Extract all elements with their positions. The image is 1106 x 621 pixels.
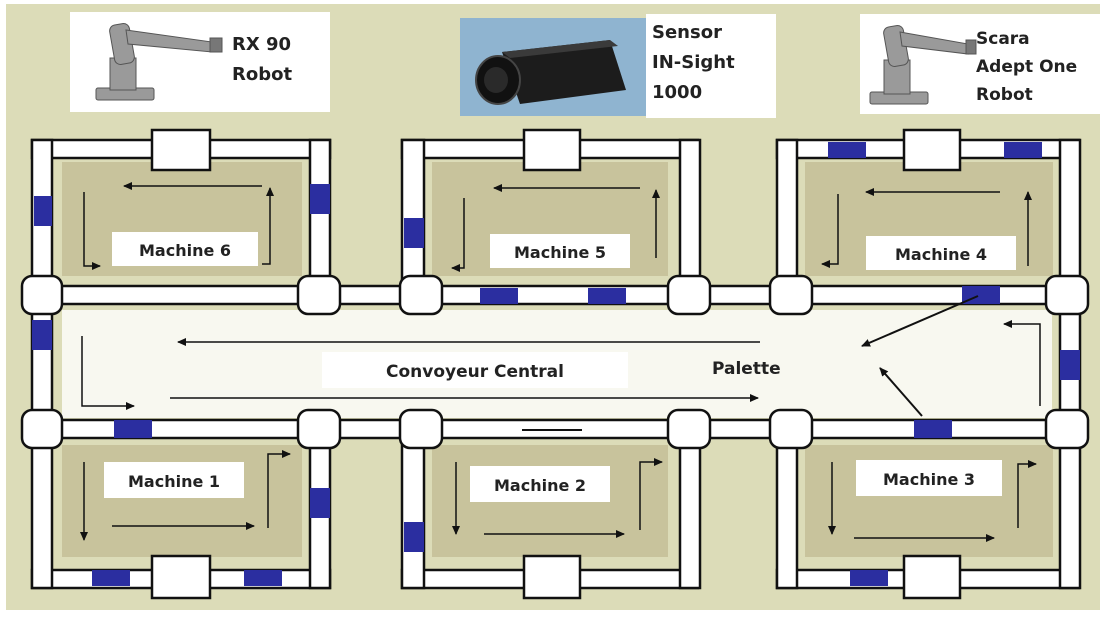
robot-right-panel: Scara Adept One Robot: [860, 14, 1100, 114]
sensor-block: [114, 420, 152, 438]
sensor-block: [34, 196, 52, 226]
junction: [666, 408, 712, 450]
robot-left-line-2: Robot: [232, 64, 292, 85]
rail-right-m3: [1058, 428, 1082, 590]
workstation: [522, 554, 582, 600]
pallet-label: Palette: [712, 359, 781, 379]
junction: [296, 408, 342, 450]
machine-5-label: Machine 5: [514, 243, 606, 262]
sensor-block: [92, 570, 130, 586]
workstation-squares: [150, 128, 962, 600]
sensor-block: [244, 570, 282, 586]
robot-right-line-1: Scara: [976, 29, 1030, 49]
workstation: [902, 128, 962, 172]
machine-2-label: Machine 2: [494, 476, 586, 495]
sensor-block: [32, 320, 52, 350]
sensor-block: [1060, 350, 1080, 380]
rail-left-m1: [30, 428, 54, 590]
junction: [296, 274, 342, 316]
machine-6-label: Machine 6: [139, 241, 231, 260]
robot-right-line-2: Adept One: [976, 57, 1077, 77]
rail-left-m5: [400, 138, 426, 297]
zone-machine-1: [62, 445, 302, 557]
rail-left-m4: [775, 138, 799, 297]
rail-central-top: [30, 284, 1082, 306]
sensor-block: [404, 218, 424, 248]
conveyor-label: Convoyeur Central: [386, 362, 564, 382]
rail-left-m3: [775, 428, 799, 590]
rail-right-m2: [678, 428, 702, 590]
sensor-block: [914, 420, 952, 438]
sensor-panel: Sensor IN-Sight 1000: [460, 14, 776, 118]
sensor-block: [310, 184, 330, 214]
conveyor-label-bg: [322, 352, 628, 388]
sensor-block: [480, 288, 518, 304]
sensor-blocks: [32, 142, 1080, 586]
workstation: [522, 128, 582, 172]
robot-right-line-3: Robot: [976, 85, 1033, 105]
sensor-block: [310, 488, 330, 518]
rail-right-m5: [678, 138, 702, 297]
junction: [1044, 274, 1090, 316]
workstation: [150, 554, 212, 600]
sensor-line-2: IN-Sight: [652, 52, 735, 73]
sensor-block: [1004, 142, 1042, 158]
machine-4-label: Machine 4: [895, 245, 987, 264]
rail-right-m4: [1058, 138, 1082, 297]
junction: [768, 274, 814, 316]
sensor-caption: [646, 14, 776, 118]
sensor-block: [588, 288, 626, 304]
robot-left-line-1: RX 90: [232, 34, 291, 55]
junction: [666, 274, 712, 316]
sensor-block: [850, 570, 888, 586]
sensor-line-3: 1000: [652, 82, 702, 103]
sensor-block: [828, 142, 866, 158]
machine-3-label: Machine 3: [883, 470, 975, 489]
sensor-line-1: Sensor: [652, 22, 722, 43]
sensor-block: [404, 522, 424, 552]
camera-sensor-icon: [475, 40, 626, 105]
workstation: [902, 554, 962, 600]
junction: [1044, 408, 1090, 450]
rail-right-m6: [308, 138, 332, 297]
machine-labels: Machine 6 Machine 5 Machine 4 Machine 1 …: [104, 232, 1016, 502]
rail-left-m2: [400, 428, 426, 590]
junction: [768, 408, 814, 450]
scara-robot-icon: [869, 25, 977, 105]
robot-left-panel: RX 90 Robot: [70, 12, 330, 112]
workstation: [150, 128, 212, 172]
junction-nodes: [20, 274, 1090, 450]
junction: [20, 408, 64, 450]
flow-arrows: [80, 182, 1041, 542]
junction: [398, 408, 444, 450]
junction: [398, 274, 444, 316]
machine-1-label: Machine 1: [128, 472, 220, 491]
industrial-robot-arm-icon: [95, 23, 223, 101]
junction: [20, 274, 64, 316]
